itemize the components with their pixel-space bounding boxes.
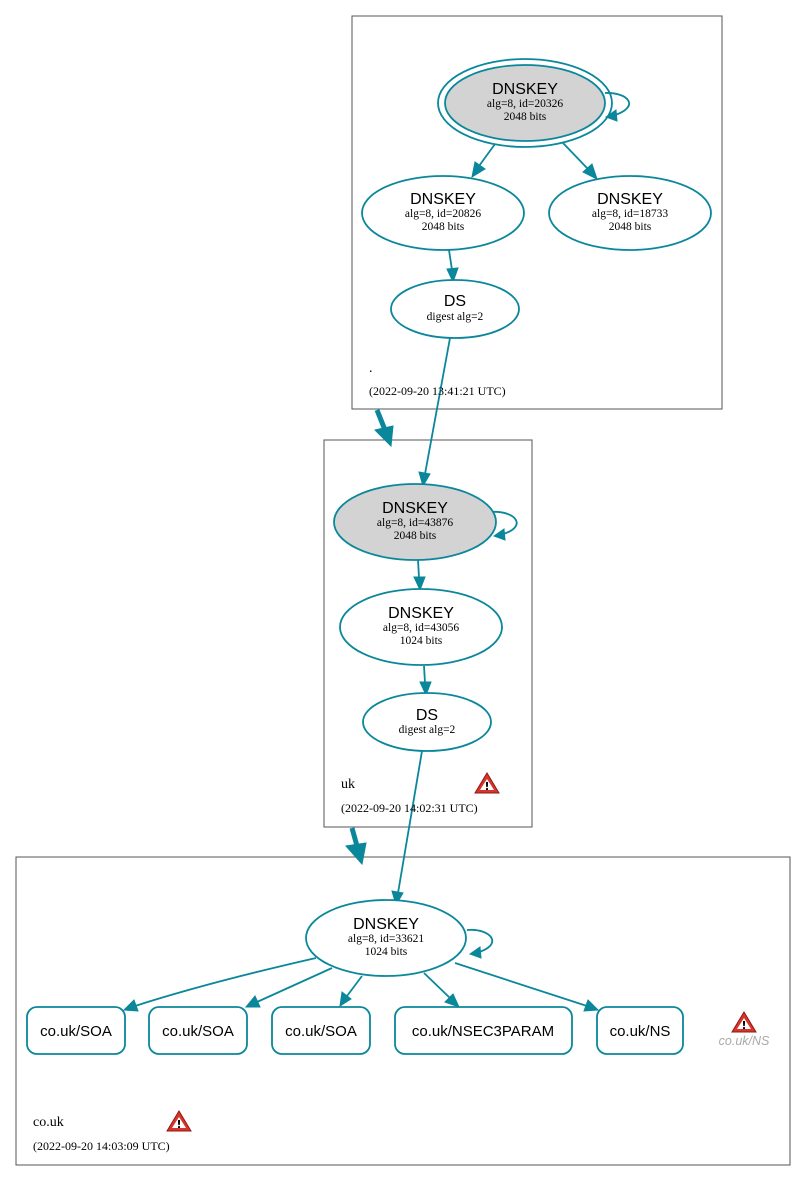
node-uk-dnskey-ksk[interactable]: DNSKEY alg=8, id=43876 2048 bits bbox=[333, 483, 497, 561]
svg-text:!: ! bbox=[741, 1019, 746, 1032]
warning-icon[interactable]: ! bbox=[474, 772, 500, 794]
edge-uk-zsk-ds bbox=[419, 665, 432, 697]
record-label: co.uk/SOA bbox=[40, 1023, 112, 1040]
zone-couk-box bbox=[15, 856, 791, 1166]
edge-couk-key-ns bbox=[454, 962, 600, 1012]
svg-text:!: ! bbox=[176, 1118, 181, 1131]
zone-root-name: . bbox=[369, 361, 373, 376]
node-bits: 2048 bits bbox=[609, 221, 652, 233]
node-bits: 2048 bits bbox=[422, 221, 465, 233]
zone-uk-timestamp: (2022-09-20 14:02:31 UTC) bbox=[341, 801, 478, 815]
node-title: DNSKEY bbox=[410, 191, 476, 208]
node-title: DNSKEY bbox=[597, 191, 663, 208]
node-bits: 2048 bits bbox=[504, 111, 547, 123]
record-label: co.uk/SOA bbox=[162, 1023, 234, 1040]
edge-couk-key-nsec3param bbox=[423, 972, 460, 1008]
node-digest: digest alg=2 bbox=[427, 311, 484, 323]
node-uk-ds[interactable]: DS digest alg=2 bbox=[362, 692, 492, 752]
zone-uk-box bbox=[323, 439, 533, 828]
node-bits: 2048 bits bbox=[394, 530, 437, 542]
edge-uk-ksk-self bbox=[490, 511, 518, 541]
node-title: DNSKEY bbox=[492, 81, 558, 98]
edge-root-ds-uk-ksk bbox=[418, 337, 451, 488]
node-alg-id: alg=8, id=18733 bbox=[592, 208, 668, 220]
node-alg-id: alg=8, id=43056 bbox=[383, 622, 459, 634]
node-alg-id: alg=8, id=20826 bbox=[405, 208, 481, 220]
edge-couk-key-self bbox=[466, 929, 493, 959]
edge-root-ksk-zsk2 bbox=[562, 142, 598, 180]
delegation-arrow-root-uk bbox=[374, 409, 394, 448]
node-bits: 1024 bits bbox=[365, 946, 408, 958]
edge-root-ksk-self bbox=[604, 92, 630, 122]
record-couk-nsec3param[interactable]: co.uk/NSEC3PARAM bbox=[394, 1006, 573, 1055]
node-title: DS bbox=[416, 707, 438, 724]
node-root-dnskey-zsk-20826[interactable]: DNSKEY alg=8, id=20826 2048 bits bbox=[361, 175, 525, 251]
edge-couk-key-soa1 bbox=[122, 957, 317, 1012]
edge-uk-ksk-zsk bbox=[413, 559, 426, 592]
record-label: co.uk/NS bbox=[610, 1023, 671, 1040]
node-title: DNSKEY bbox=[353, 916, 419, 933]
node-uk-dnskey-zsk[interactable]: DNSKEY alg=8, id=43056 1024 bits bbox=[339, 588, 503, 666]
record-couk-soa-1[interactable]: co.uk/SOA bbox=[26, 1006, 126, 1055]
record-label: co.uk/SOA bbox=[285, 1023, 357, 1040]
node-alg-id: alg=8, id=33621 bbox=[348, 933, 424, 945]
delegation-arrow-uk-couk bbox=[345, 827, 367, 866]
zone-uk-name: uk bbox=[341, 777, 355, 792]
node-couk-dnskey[interactable]: DNSKEY alg=8, id=33621 1024 bits bbox=[305, 899, 467, 977]
node-title: DNSKEY bbox=[382, 500, 448, 517]
edge-uk-ds-couk-key bbox=[391, 750, 423, 907]
node-root-dnskey-zsk-18733[interactable]: DNSKEY alg=8, id=18733 2048 bits bbox=[548, 175, 712, 251]
edge-root-zsk1-ds bbox=[446, 249, 459, 284]
edge-couk-key-soa3 bbox=[339, 975, 363, 1008]
record-couk-soa-3[interactable]: co.uk/SOA bbox=[271, 1006, 371, 1055]
record-couk-ns[interactable]: co.uk/NS bbox=[596, 1006, 684, 1055]
record-couk-soa-2[interactable]: co.uk/SOA bbox=[148, 1006, 248, 1055]
node-alg-id: alg=8, id=20326 bbox=[487, 98, 563, 110]
node-title: DNSKEY bbox=[388, 605, 454, 622]
node-title: DS bbox=[444, 293, 466, 310]
edge-root-ksk-zsk1 bbox=[471, 143, 496, 179]
zone-root-box bbox=[351, 15, 723, 410]
zone-couk-timestamp: (2022-09-20 14:03:09 UTC) bbox=[33, 1139, 170, 1153]
record-label: co.uk/NSEC3PARAM bbox=[412, 1023, 554, 1040]
node-bits: 1024 bits bbox=[400, 635, 443, 647]
node-alg-id: alg=8, id=43876 bbox=[377, 517, 453, 529]
svg-text:!: ! bbox=[484, 780, 489, 793]
zone-couk-name: co.uk bbox=[33, 1115, 64, 1130]
node-root-dnskey-ksk[interactable]: DNSKEY alg=8, id=20326 2048 bits bbox=[437, 58, 613, 148]
node-digest: digest alg=2 bbox=[399, 724, 456, 736]
zone-root-timestamp: (2022-09-20 13:41:21 UTC) bbox=[369, 384, 506, 398]
edge-couk-key-soa2 bbox=[244, 967, 333, 1008]
record-couk-ns-warning-label: co.uk/NS bbox=[719, 1034, 770, 1048]
node-root-ds[interactable]: DS digest alg=2 bbox=[390, 279, 520, 339]
warning-icon[interactable]: ! bbox=[731, 1011, 757, 1033]
warning-icon[interactable]: ! bbox=[166, 1110, 192, 1132]
